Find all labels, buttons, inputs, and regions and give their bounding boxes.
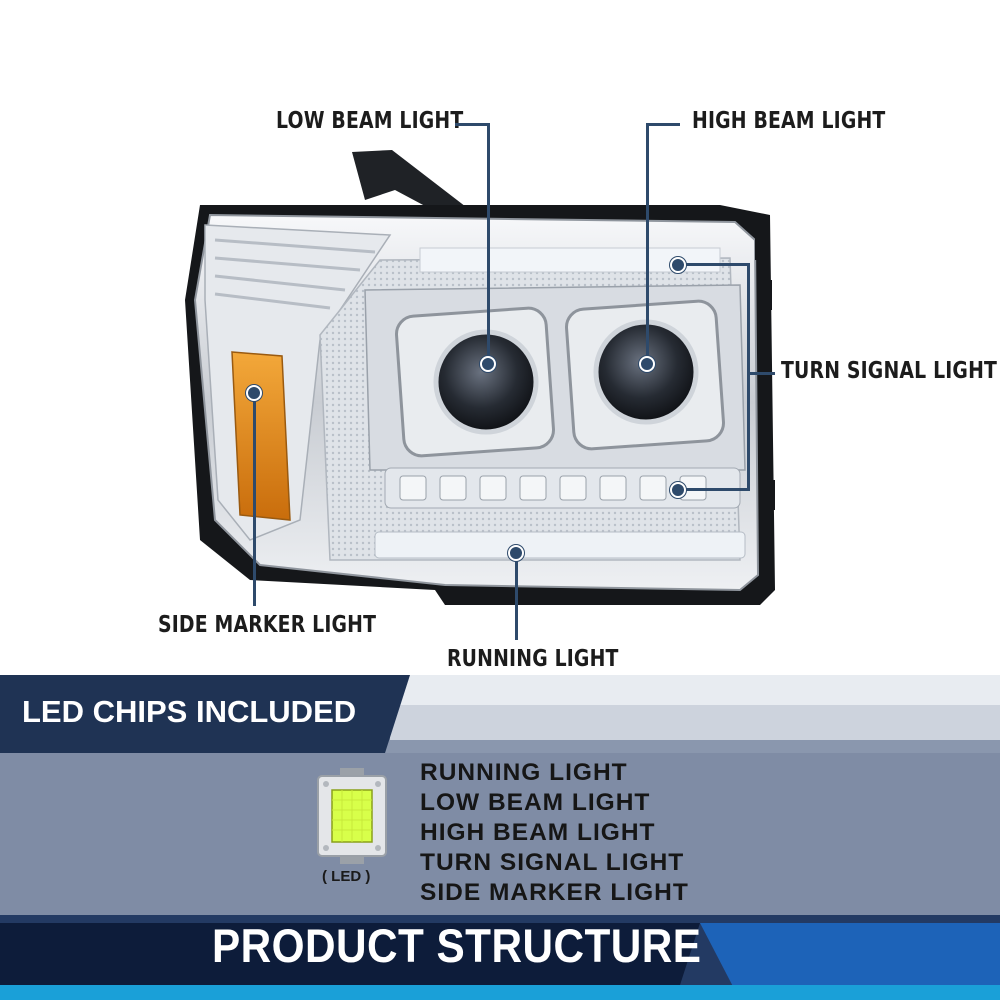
turn-signal-label: TURN SIGNAL LIGHT <box>781 358 998 384</box>
turn-signal-marker-top <box>670 257 686 273</box>
side-marker-label: SIDE MARKER LIGHT <box>158 612 377 638</box>
low-beam-marker <box>480 356 496 372</box>
low-beam-leader <box>455 123 489 126</box>
led-chip-icon <box>317 768 387 864</box>
high-beam-label: HIGH BEAM LIGHT <box>692 108 886 134</box>
led-feature-item: LOW BEAM LIGHT <box>420 789 651 816</box>
led-banner-title: LED CHIPS INCLUDED <box>22 694 357 729</box>
mounting-bracket <box>352 150 470 222</box>
led-banner <box>0 675 410 753</box>
product-structure-title: PRODUCT STRUCTURE <box>212 919 702 972</box>
high-beam-leader <box>646 123 680 126</box>
headlight-illustration <box>185 150 775 605</box>
high-beam-marker <box>639 356 655 372</box>
led-chip-caption: ( LED ) <box>322 868 371 885</box>
side-marker-leader <box>253 392 256 606</box>
led-feature-list: RUNNING LIGHT LOW BEAM LIGHT HIGH BEAM L… <box>420 758 689 908</box>
led-feature-item: SIDE MARKER LIGHT <box>420 879 689 906</box>
running-light-marker <box>508 545 524 561</box>
led-info-panel <box>0 675 1000 1000</box>
running-light-leader <box>515 552 518 640</box>
low-beam-label: LOW BEAM LIGHT <box>276 108 464 134</box>
led-feature-item: HIGH BEAM LIGHT <box>420 819 656 846</box>
led-feature-item: RUNNING LIGHT <box>420 759 628 786</box>
side-marker-marker <box>246 385 262 401</box>
turn-signal-bracket <box>747 263 750 491</box>
turn-signal-marker-bottom <box>670 482 686 498</box>
led-feature-item: TURN SIGNAL LIGHT <box>420 849 685 876</box>
amber-side-marker <box>231 351 291 521</box>
running-light-label: RUNNING LIGHT <box>447 646 619 672</box>
structure-banner <box>0 923 700 985</box>
